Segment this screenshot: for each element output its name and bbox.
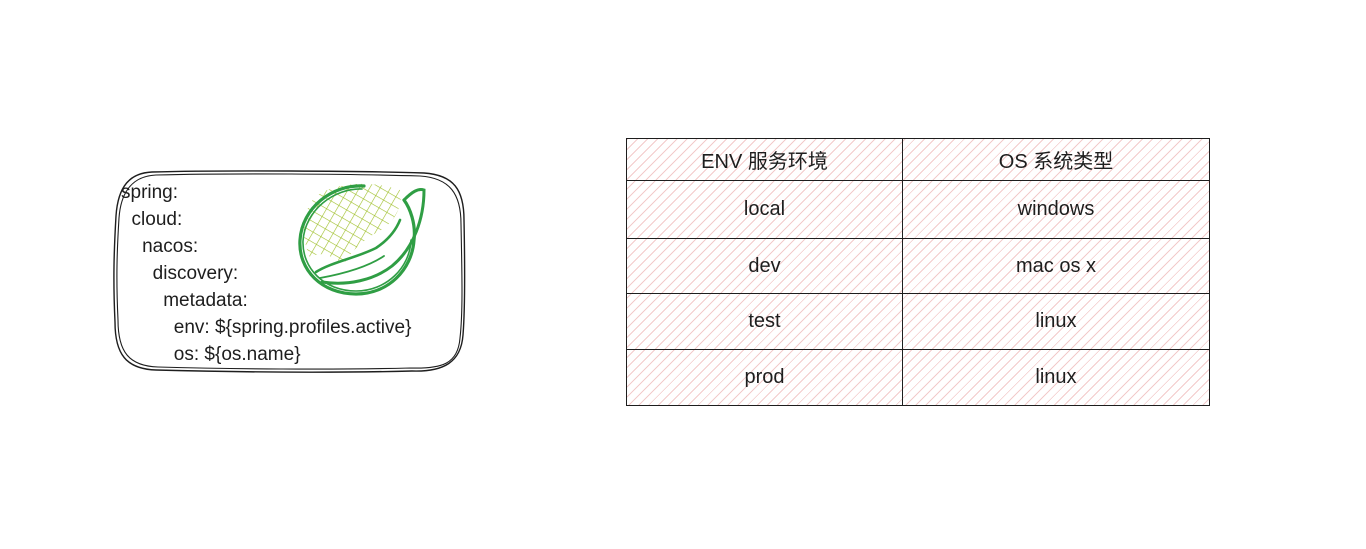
yaml-line: discovery: (121, 263, 239, 284)
yaml-line: spring: (121, 182, 179, 203)
cell-os: mac os x (1015, 254, 1097, 277)
cell-os: linux (1035, 366, 1077, 388)
yaml-config-box: spring: cloud: nacos: discovery: metadat… (112, 170, 466, 374)
sketch-border (113, 170, 466, 373)
yaml-line: os: ${os.name} (121, 344, 301, 365)
table-row: dev mac os x (627, 238, 1209, 293)
cell-env: local (627, 181, 903, 238)
env-os-table: ENV 服务环境 OS 系统类型 local windows dev mac o… (626, 138, 1210, 406)
header-os: OS 系统类型 (998, 151, 1114, 173)
yaml-line: env: ${spring.profiles.active} (121, 317, 412, 338)
table-row: local windows (627, 180, 1209, 238)
spring-leaf-icon (298, 183, 426, 296)
yaml-line: cloud: (121, 209, 183, 230)
yaml-line: nacos: (121, 236, 199, 257)
table-header-row: ENV 服务环境 OS 系统类型 (627, 139, 1209, 180)
cell-env: dev (627, 239, 903, 293)
cell-os: linux (1035, 310, 1077, 332)
header-env: ENV 服务环境 (627, 139, 903, 180)
yaml-line: metadata: (121, 290, 248, 311)
cell-env: prod (627, 350, 903, 405)
cell-os: windows (1017, 198, 1095, 220)
yaml-code: spring: cloud: nacos: discovery: metadat… (121, 179, 411, 368)
table-row: prod linux (627, 349, 1209, 405)
cell-env: test (627, 294, 903, 349)
table-row: test linux (627, 293, 1209, 349)
